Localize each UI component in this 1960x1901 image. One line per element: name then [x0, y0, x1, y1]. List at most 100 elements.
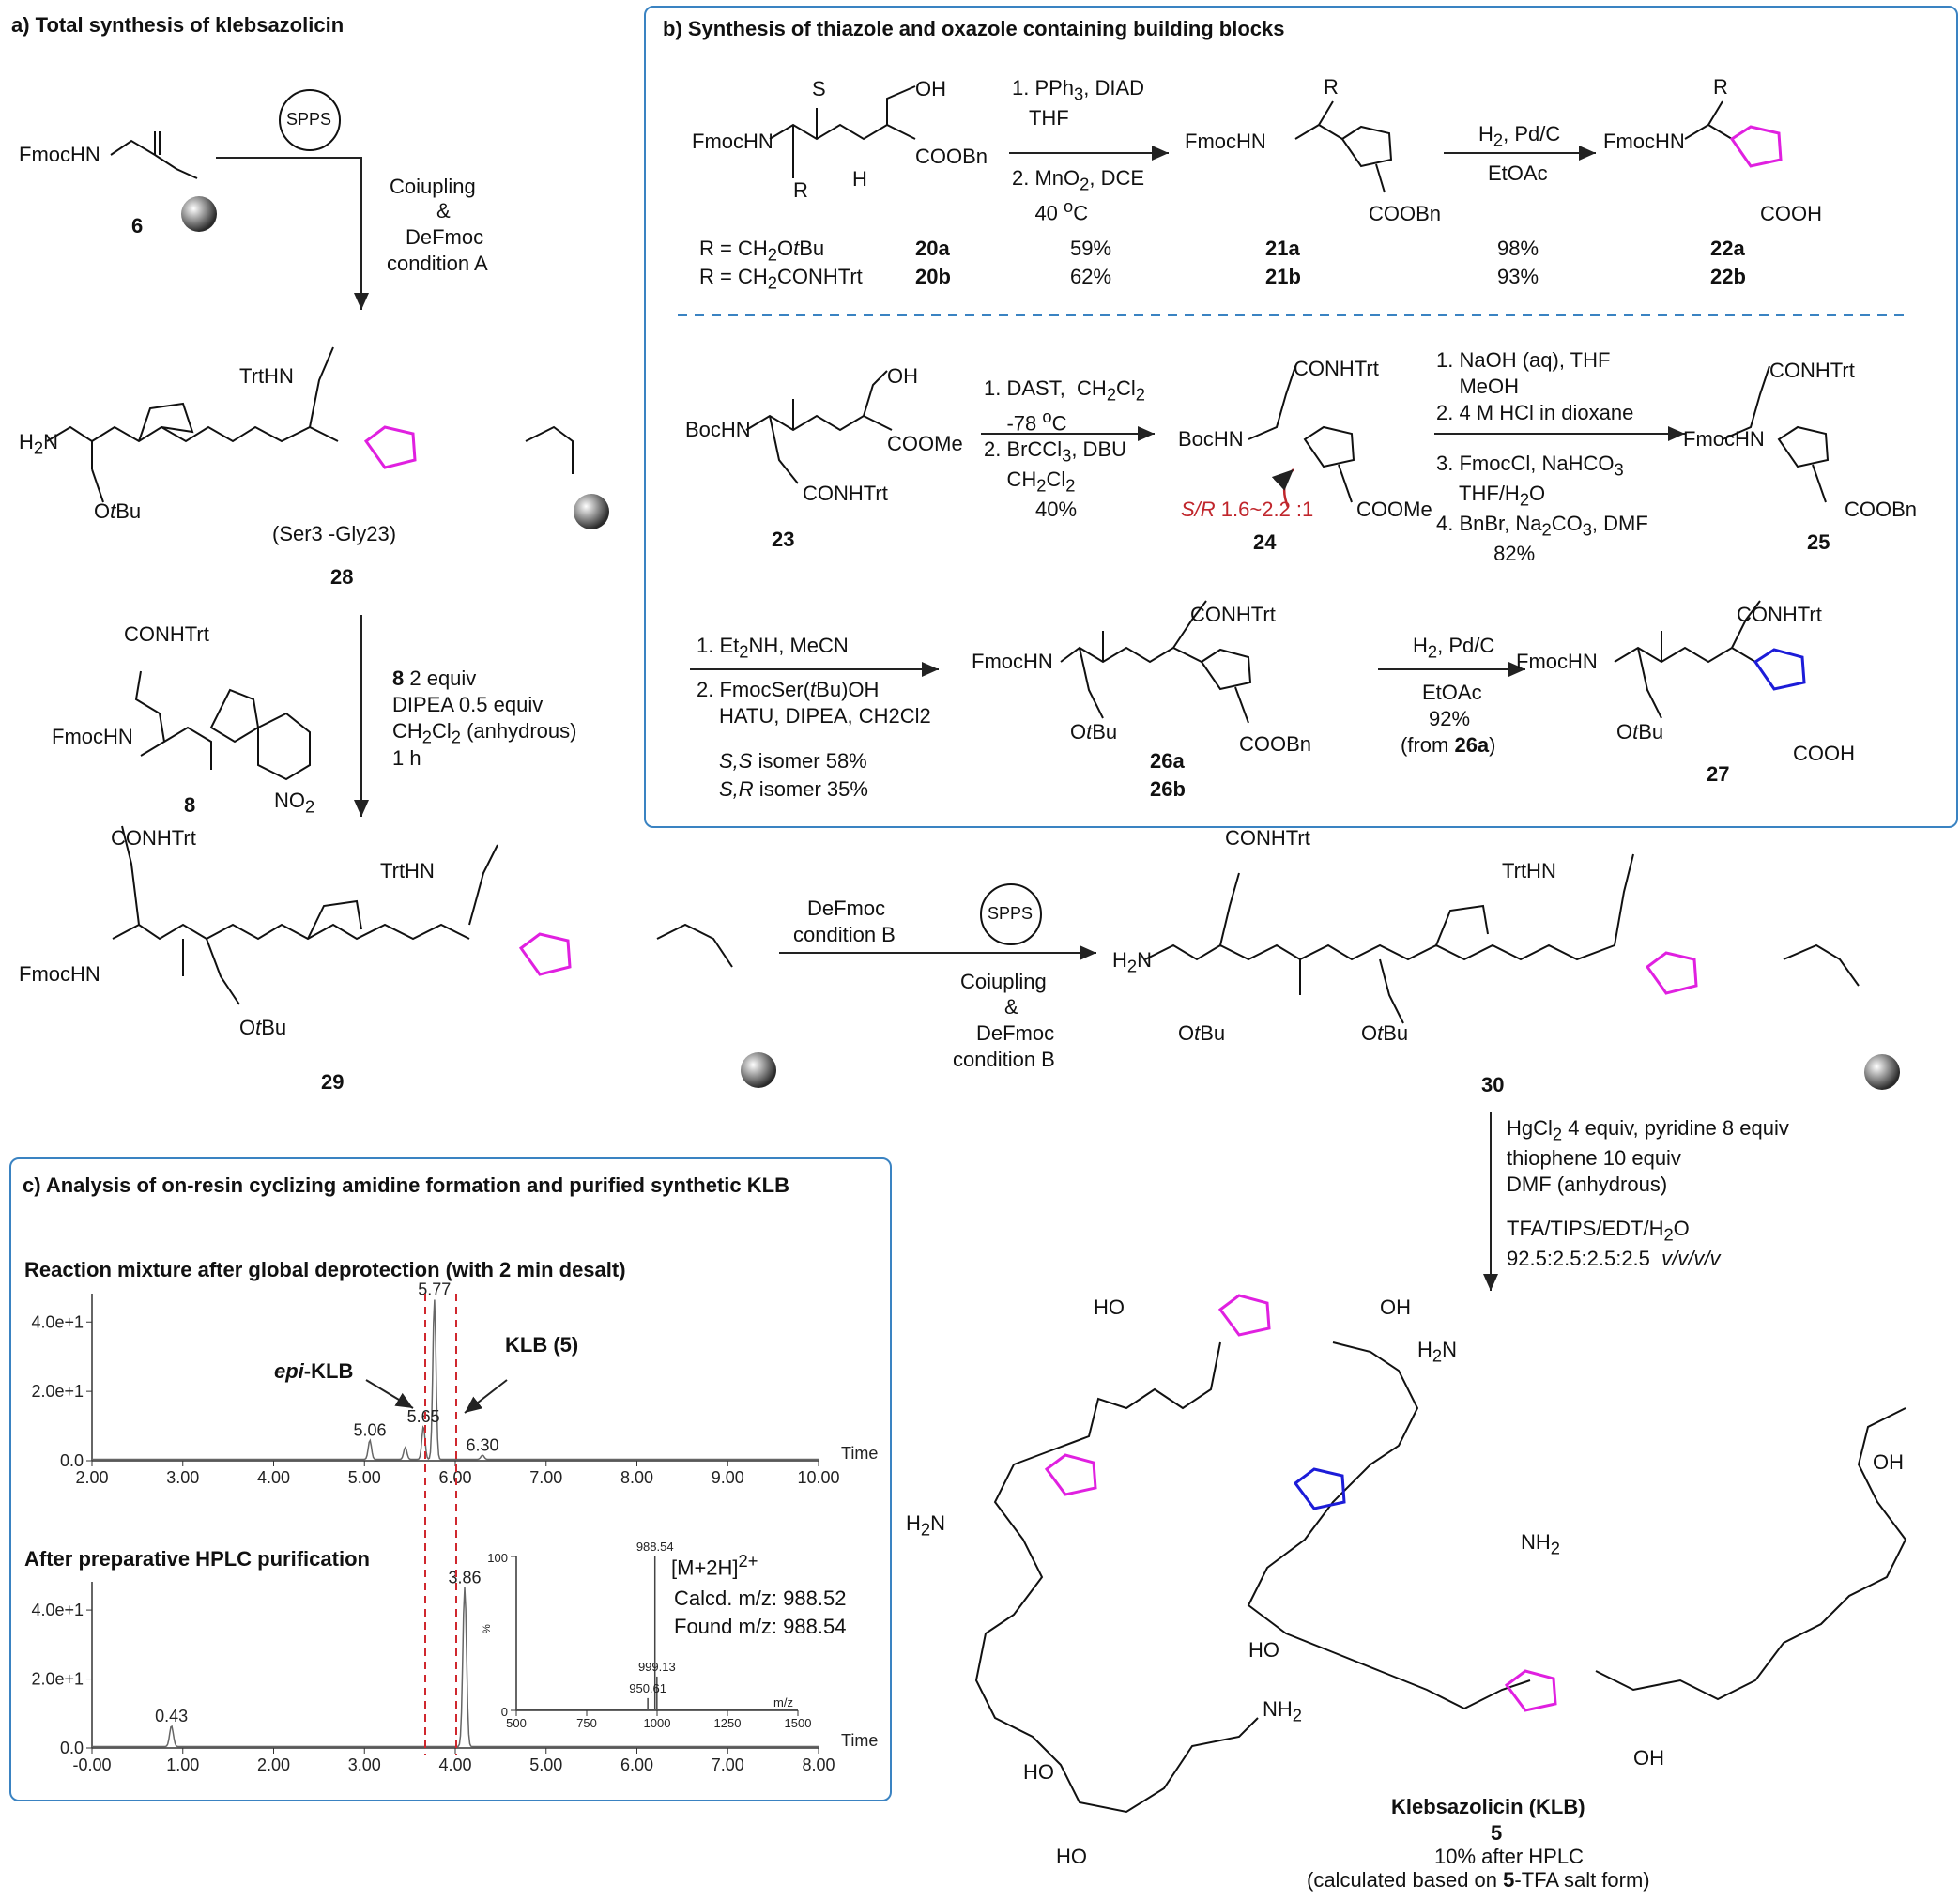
x-tick-label: 5.00: [529, 1755, 562, 1774]
klebsazolicin-structure: [974, 1341, 1907, 1814]
chromatogram-trace: [92, 1299, 819, 1461]
b-r-22: R: [1713, 75, 1728, 99]
y-tick-label: 100: [487, 1551, 508, 1565]
trthn-29: TrtHN: [380, 859, 435, 882]
y-axis-unit: %: [482, 1624, 493, 1633]
klb-ho-3: HO: [1248, 1638, 1279, 1662]
x-tick-label: 1500: [785, 1716, 812, 1730]
otbu-28: OtBu: [94, 499, 142, 523]
step5-sr: S,R isomer 35%: [719, 777, 868, 801]
product-yield: 10% after HPLC: [1434, 1845, 1584, 1868]
ms-found: Found m/z: 988.54: [674, 1615, 847, 1638]
b-cooBn-26: COOBn: [1239, 732, 1312, 756]
step1-conditions: 1. PPh3, DIAD THF: [1012, 76, 1145, 130]
fmochn-label-6: FmocHN: [19, 143, 100, 166]
klb-nh2-2: NH2: [1263, 1697, 1302, 1725]
thiazole-ring-klb-2: [1044, 1453, 1097, 1496]
h2n-30: H2N: [1112, 948, 1152, 976]
y-tick-label: 0: [501, 1705, 508, 1719]
compound-6-label: 6: [131, 214, 144, 238]
product-note: (calculated based on 5-TFA salt form): [1307, 1868, 1650, 1892]
compound-23-label: 23: [772, 528, 795, 551]
klb-nh2-1: NH2: [1521, 1530, 1560, 1558]
step3-conditions: 1. DAST, CH2Cl2 -78 oC 2. BrCCl3, DBU CH…: [984, 376, 1145, 522]
solvent-label: CH2Cl2 (anhydrous): [392, 719, 577, 747]
row-b-c20: 20b: [915, 265, 951, 288]
step5-1: 1. Et2NH, MeCN: [697, 634, 849, 662]
step2-h2: H2, Pd/C: [1478, 122, 1561, 150]
amp-label: &: [436, 199, 451, 222]
x-tick-label: 500: [506, 1716, 527, 1730]
compound-26a-label: 26a: [1150, 749, 1185, 773]
y-tick-label: 4.0e+1: [31, 1601, 84, 1619]
b-cooBn-25: COOBn: [1845, 498, 1918, 521]
x-tick-label: 6.00: [620, 1755, 653, 1774]
otbu-30b: OtBu: [1361, 1021, 1409, 1045]
compound-30-label: 30: [1481, 1073, 1505, 1096]
condition-b-label: condition B: [793, 923, 896, 946]
coupling-label: Coiupling: [390, 175, 476, 198]
step5-3: HATU, DIPEA, CH2Cl2: [719, 704, 931, 728]
compound-8-label: 8: [184, 793, 196, 817]
panel-b-frame: [644, 6, 1958, 828]
compound-30-structure: [1144, 853, 1860, 1024]
row-b-c21: 21b: [1265, 265, 1301, 288]
otbu-30a: OtBu: [1178, 1021, 1226, 1045]
epi-klb-label: epi-KLB: [274, 1359, 354, 1383]
section-b-title: b) Synthesis of thiazole and oxazole con…: [663, 17, 1285, 40]
x-tick-label: 750: [576, 1716, 597, 1730]
compound-28-label: 28: [330, 565, 354, 589]
thiazole-ring-klb-1: [1217, 1294, 1271, 1337]
defmoc-label-2: DeFmoc: [976, 1021, 1055, 1045]
b-conhtrt-26: CONHTrt: [1190, 603, 1276, 626]
row-a-y2: 98%: [1497, 237, 1539, 260]
row-b-y2: 93%: [1497, 265, 1539, 288]
time-label: 1 h: [392, 746, 421, 770]
thiazole-ring-29: [518, 932, 572, 976]
b-h-20: H: [852, 167, 867, 191]
spps-label-2: SPPS: [988, 904, 1034, 923]
x-tick-label: 8.00: [802, 1755, 835, 1774]
klb5-label: KLB (5): [505, 1333, 579, 1357]
row-a-y1: 59%: [1070, 237, 1112, 260]
step4-conditions-2: 3. FmocCl, NaHCO3 THF/H2O 4. BnBr, Na2CO…: [1436, 452, 1648, 565]
klb-oh-1: OH: [1380, 1295, 1411, 1319]
ms-calcd: Calcd. m/z: 988.52: [674, 1587, 847, 1610]
row-b-y1: 62%: [1070, 265, 1112, 288]
x-tick-label: 4.00: [257, 1468, 290, 1487]
x-axis-unit: Time: [841, 1444, 878, 1463]
ser-gly-label: (Ser3 -Gly23): [272, 522, 397, 545]
x-tick-label: 2.00: [257, 1755, 290, 1774]
peak-label: 5.77: [418, 1280, 451, 1298]
trthn-28: TrtHN: [239, 364, 294, 388]
chart2-title: After preparative HPLC purification: [24, 1547, 370, 1571]
compound-24-label: 24: [1253, 530, 1277, 554]
peak-label: 0.43: [155, 1707, 188, 1725]
step5-ss: S,S isomer 58%: [719, 749, 867, 773]
peak-label: 999.13: [638, 1660, 676, 1674]
chart1-title: Reaction mixture after global deprotecti…: [24, 1258, 626, 1281]
row-b-c22: 22b: [1710, 265, 1746, 288]
section-c-title: c) Analysis of on-resin cyclizing amidin…: [23, 1173, 789, 1197]
x-tick-label: 3.00: [348, 1755, 381, 1774]
b-fmochn-20: FmocHN: [692, 130, 773, 153]
x-tick-label: 8.00: [620, 1468, 653, 1487]
otbu-29: OtBu: [239, 1016, 287, 1039]
y-tick-label: 4.0e+1: [31, 1312, 84, 1331]
condition-b-label-2: condition B: [953, 1048, 1055, 1071]
spps-cycle-icon-2: [980, 883, 1042, 945]
y-tick-label: 2.0e+1: [31, 1382, 84, 1401]
klb-oh-3: OH: [1633, 1746, 1664, 1770]
step5-2: 2. FmocSer(tBu)OH: [697, 678, 880, 701]
b-conhtrt-27: CONHTrt: [1737, 603, 1822, 626]
b-fmochn-22: FmocHN: [1603, 130, 1685, 153]
x-tick-label: 1.00: [166, 1755, 199, 1774]
section-a-title: a) Total synthesis of klebsazolicin: [11, 13, 345, 37]
resin-bead: [181, 196, 217, 232]
product-name: Klebsazolicin (KLB): [1391, 1795, 1585, 1818]
compound-8-structure: [134, 670, 311, 781]
x-tick-label: 7.00: [712, 1755, 744, 1774]
fmochn-8: FmocHN: [52, 725, 133, 748]
